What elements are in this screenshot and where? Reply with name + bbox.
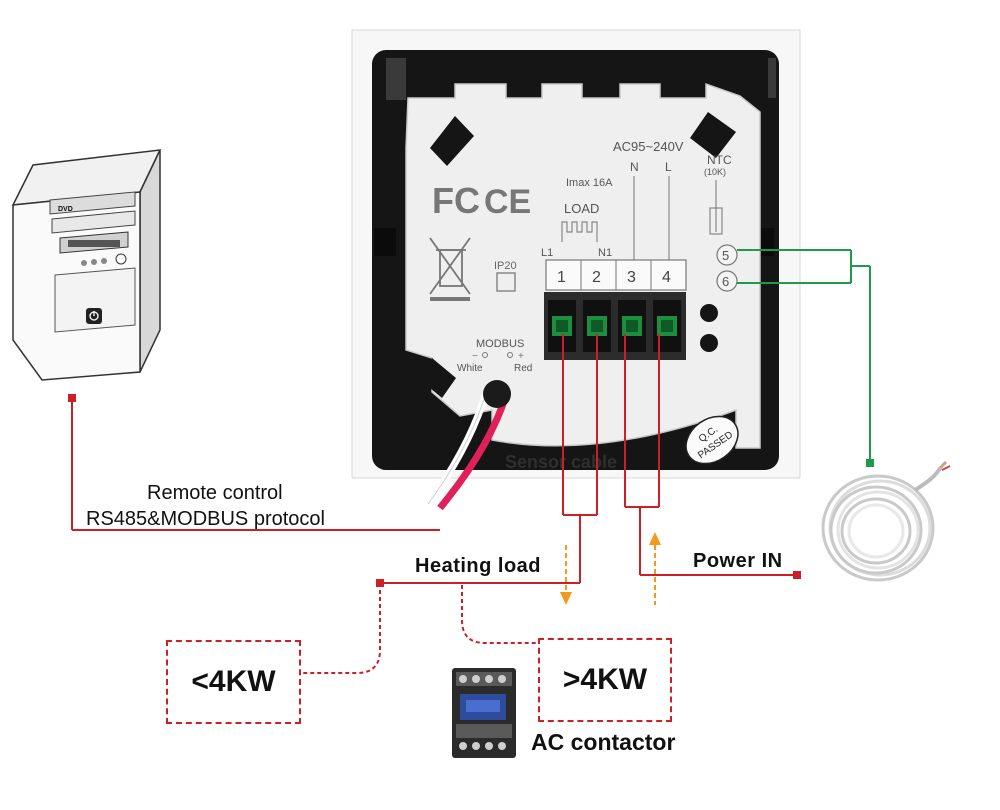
terminal-1: 1 bbox=[557, 269, 566, 286]
green-sensor-wiring bbox=[737, 249, 871, 462]
weee-bin-icon bbox=[429, 237, 471, 301]
n-label: N bbox=[630, 160, 639, 174]
modbus-cable bbox=[425, 380, 511, 511]
imax-label: Imax 16A bbox=[566, 177, 613, 189]
n1-label: N1 bbox=[598, 247, 612, 259]
remote-control-label: Remote control bbox=[147, 482, 283, 504]
ac-contactor-icon bbox=[452, 668, 516, 758]
ac-contactor-label: AC contactor bbox=[531, 729, 676, 755]
dvd-logo: DVD bbox=[58, 206, 73, 213]
ntc-label: NTC bbox=[707, 153, 732, 167]
computer-icon: DVD bbox=[11, 149, 162, 381]
l-label: L bbox=[665, 160, 672, 174]
sensor-terminal-5: 5 bbox=[722, 248, 729, 263]
heating-flow-arrow bbox=[560, 545, 572, 605]
load-label: LOAD bbox=[564, 201, 599, 216]
terminal-3: 3 bbox=[627, 269, 636, 286]
qc-passed-stamp: Q.C. PASSED bbox=[685, 415, 739, 465]
power-in-label: Power IN bbox=[693, 550, 783, 572]
sensor-cable-text: Sensor cable bbox=[505, 452, 617, 472]
l1-label: L1 bbox=[541, 247, 553, 259]
terminal-2: 2 bbox=[592, 269, 601, 286]
red-dashed-wiring bbox=[301, 583, 538, 674]
modbus-label: MODBUS bbox=[476, 338, 524, 350]
ntc-value: (10K) bbox=[704, 167, 726, 177]
modbus-plus: + bbox=[518, 351, 524, 362]
modbus-minus: − bbox=[472, 351, 478, 362]
red-wiring bbox=[71, 334, 797, 584]
ce-logo: CE bbox=[484, 183, 531, 221]
sensor-terminal-6: 6 bbox=[722, 274, 729, 289]
heating-load-label: Heating load bbox=[415, 555, 542, 577]
protocol-label: RS485&MODBUS protocol bbox=[86, 508, 325, 530]
power-flow-arrow bbox=[649, 532, 661, 605]
red-wire-label: Red bbox=[514, 363, 532, 374]
fc-logo: FC bbox=[432, 180, 480, 221]
terminal-numbers: 1 2 3 4 bbox=[557, 269, 671, 286]
ntc-sensor-icon bbox=[821, 460, 951, 582]
ip-rating: IP20 bbox=[494, 260, 517, 272]
white-wire-label: White bbox=[457, 363, 483, 374]
terminal-4: 4 bbox=[662, 269, 671, 286]
under-4kw-box: <4KW bbox=[166, 640, 301, 724]
over-4kw-box: >4KW bbox=[538, 638, 672, 722]
supply-label: AC95~240V bbox=[613, 139, 684, 154]
thermostat-back: Sensor cable FC CE IP20 Imax 16A AC95~24… bbox=[351, 29, 801, 511]
terminal-block bbox=[544, 292, 686, 360]
